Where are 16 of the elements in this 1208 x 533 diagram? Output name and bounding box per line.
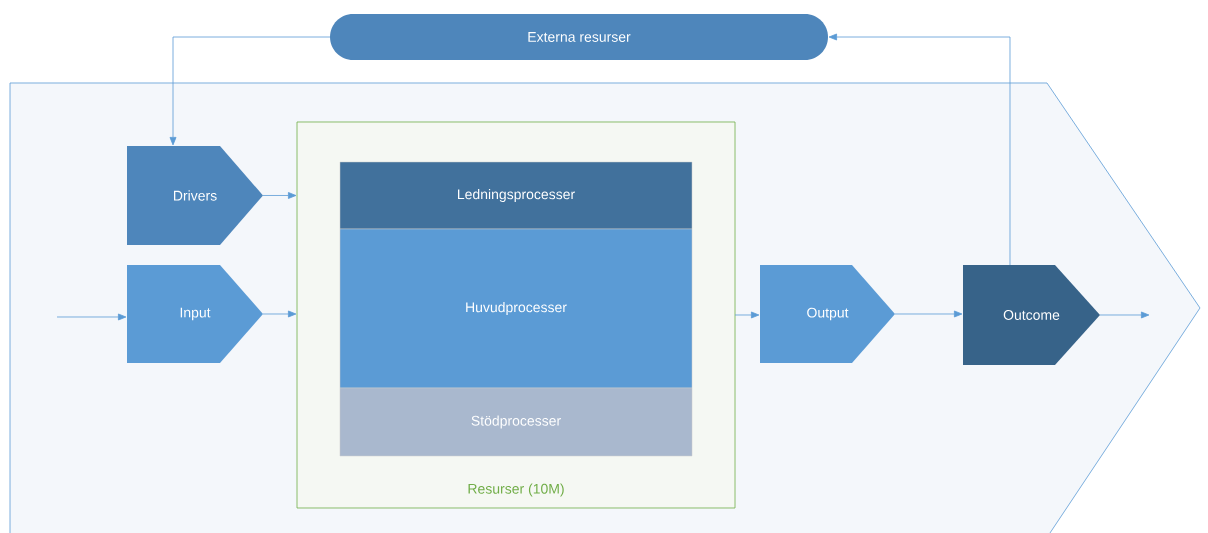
resource-pill: Externa resurser	[330, 14, 828, 60]
arrow	[828, 33, 1011, 266]
process-box: Huvudprocesser	[339, 228, 693, 389]
arrow	[894, 310, 963, 318]
arrow	[262, 310, 297, 318]
pentagon-box: Output	[760, 265, 895, 363]
process-box: Stödprocesser	[339, 387, 693, 457]
process-box: Ledningsprocesser	[339, 161, 693, 230]
arrow	[56, 313, 127, 321]
arrow	[169, 36, 331, 146]
arrow	[1099, 311, 1150, 319]
pentagon-box: Input	[127, 265, 263, 363]
arrow	[734, 311, 760, 319]
pentagon-box: Drivers	[127, 146, 263, 245]
pentagon-box: Outcome	[963, 265, 1100, 365]
arrow	[262, 192, 297, 199]
